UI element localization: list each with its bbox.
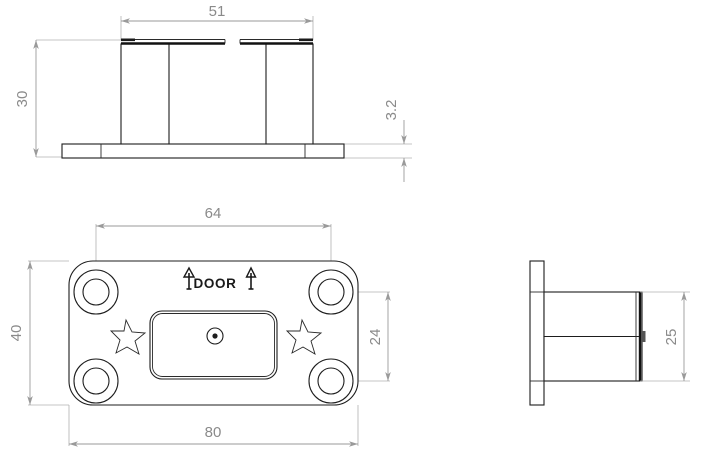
center-pivot-outer-circle — [206, 327, 224, 345]
center-pocket-inner — [152, 313, 275, 377]
screw-hole-bottom-left-inner — [82, 367, 110, 395]
screw-hole-top-left-outer — [73, 269, 119, 315]
dimension-3-2-label: 3.2 — [383, 100, 400, 121]
dimension-64: 64 — [96, 205, 331, 229]
dimension-51-label: 51 — [209, 3, 226, 20]
top-left-chamfer-mark — [121, 38, 135, 42]
screw-hole-bottom-left — [73, 358, 119, 404]
star-marker-right-icon — [285, 318, 323, 355]
star-marker-left-icon — [109, 318, 147, 355]
side-body-center-tab — [641, 331, 646, 342]
dimension-24: 24 — [367, 292, 391, 381]
door-up-arrow-right-icon — [245, 266, 257, 290]
screw-hole-top-right-inner — [317, 278, 345, 306]
screw-hole-bottom-right — [308, 358, 354, 404]
side-elevation-view: 25 — [529, 260, 690, 406]
top-right-chamfer-mark — [299, 38, 313, 42]
screw-hole-bottom-right-outer — [308, 358, 354, 404]
dimension-30: 30 — [14, 40, 39, 157]
dimension-40: 40 — [8, 261, 33, 405]
base-flange-plate — [61, 143, 345, 159]
dimension-25-label: 25 — [663, 329, 680, 346]
screw-hole-top-right — [308, 269, 354, 315]
front-elevation-view: 51 30 3.2 — [14, 3, 412, 182]
dimension-25: 25 — [663, 292, 687, 381]
dimension-64-label: 64 — [205, 205, 222, 222]
door-orientation-marking: DOOR — [182, 266, 257, 291]
screw-hole-top-left — [73, 269, 119, 315]
center-pivot-dot — [212, 333, 218, 339]
door-up-arrow-left-icon — [182, 266, 196, 290]
dimension-80-label: 80 — [205, 424, 222, 441]
side-flange-plate — [529, 260, 545, 406]
dimension-40-label: 40 — [8, 325, 25, 342]
screw-hole-bottom-left-outer — [73, 358, 119, 404]
dimension-30-label: 30 — [14, 91, 31, 108]
center-pocket-outer — [149, 310, 278, 380]
dimension-24-label: 24 — [367, 329, 384, 346]
dimension-51: 51 — [121, 3, 313, 24]
screw-hole-bottom-right-inner — [317, 367, 345, 395]
dimension-80: 80 — [69, 424, 358, 447]
plan-view: DOOR 64 40 24 80 — [8, 205, 391, 447]
dimension-3-2: 3.2 — [383, 100, 407, 182]
screw-hole-top-right-outer — [308, 269, 354, 315]
screw-hole-top-left-inner — [82, 278, 110, 306]
door-label: DOOR — [194, 276, 237, 291]
